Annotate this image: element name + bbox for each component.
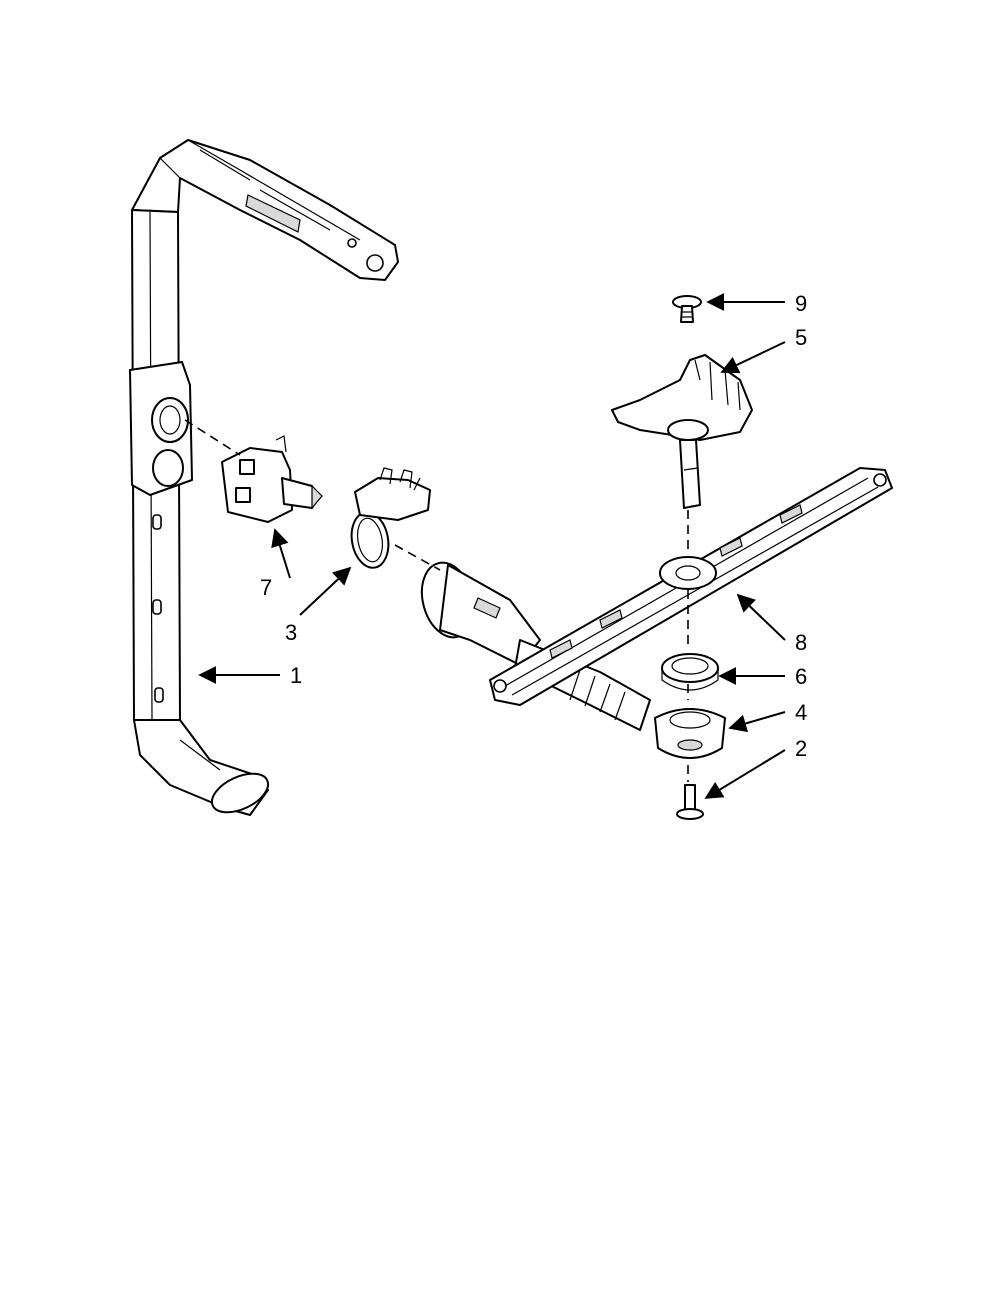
leader-lines	[198, 293, 786, 799]
part-ring-nut	[661, 653, 719, 691]
assembly-lines	[184, 419, 689, 782]
part-diverter-valve	[221, 435, 323, 523]
callout-7: 7	[260, 575, 272, 600]
part-manifold-tube	[129, 139, 399, 816]
callout-4: 4	[795, 700, 807, 725]
part-clamp	[350, 467, 431, 569]
part-cap-screw	[672, 295, 702, 323]
callout-1: 1	[290, 663, 302, 688]
callout-8: 8	[795, 630, 807, 655]
part-spray-tower	[611, 354, 753, 509]
part-support-cup	[654, 708, 726, 759]
callout-3: 3	[285, 620, 297, 645]
callout-6: 6	[795, 664, 807, 689]
part-bolt	[676, 784, 704, 820]
callout-5: 5	[795, 325, 807, 350]
callout-2: 2	[795, 736, 807, 761]
part-lower-spray-arm	[420, 467, 893, 731]
callout-labels: 9 5 7 3 1 8 6 4 2	[260, 291, 807, 761]
callout-9: 9	[795, 291, 807, 316]
